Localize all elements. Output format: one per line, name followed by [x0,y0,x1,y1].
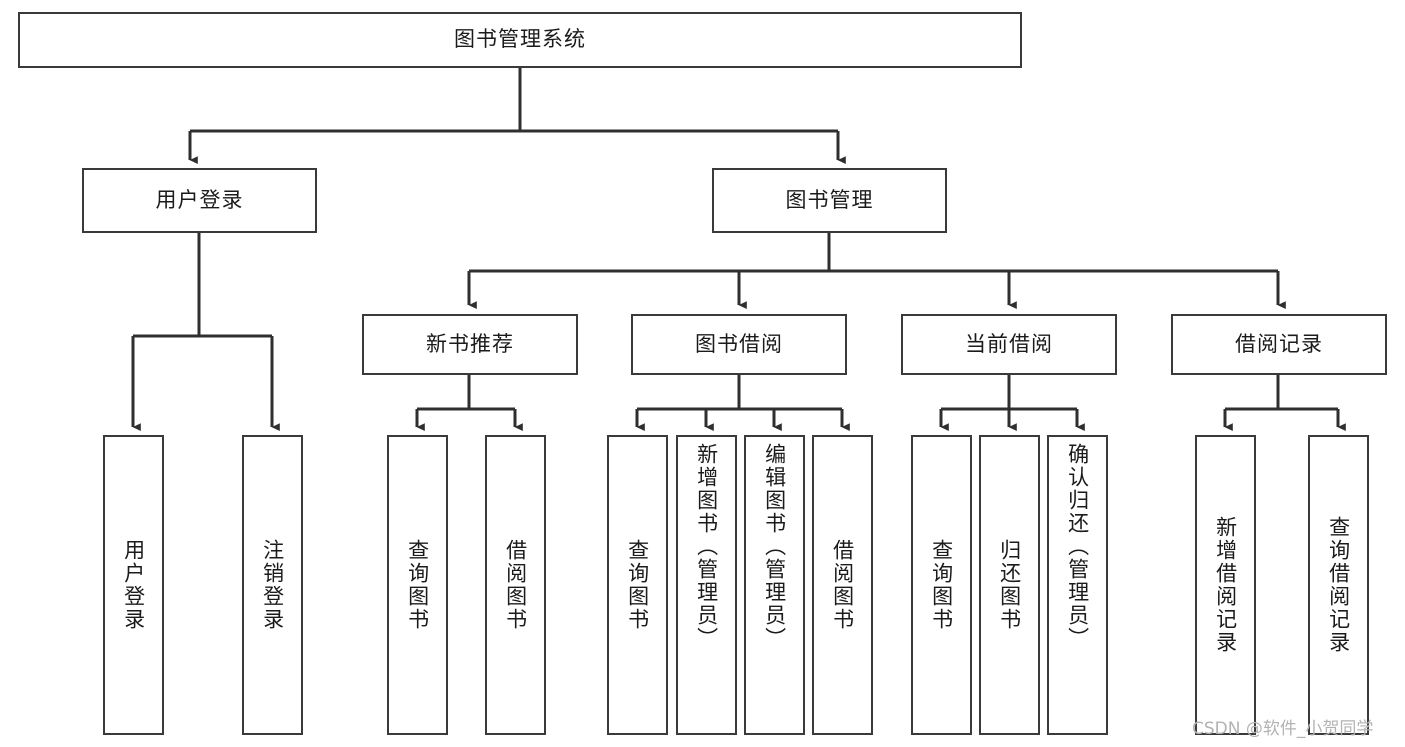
node-root[interactable]: 图书管理系统 [18,12,1022,68]
leaf-add-book-admin-label: 新增图书（管理员） [694,443,719,650]
node-current-borrow[interactable]: 当前借阅 [901,314,1117,375]
watermark: CSDN @软件_小贺同学 [1192,719,1374,739]
leaf-query-book-borrow[interactable]: 查询图书 [607,435,668,735]
leaf-logout[interactable]: 注销登录 [242,435,303,735]
node-user-login-label: 用户登录 [155,187,244,212]
leaf-borrow-book-newbook-label: 借阅图书 [503,539,528,631]
node-borrow-record[interactable]: 借阅记录 [1171,314,1387,375]
leaf-add-borrow-record-label: 新增借阅记录 [1213,516,1238,654]
node-root-label: 图书管理系统 [454,27,586,52]
leaf-query-book-current[interactable]: 查询图书 [911,435,972,735]
leaf-borrow-book-newbook[interactable]: 借阅图书 [485,435,546,735]
leaf-add-borrow-record[interactable]: 新增借阅记录 [1195,435,1256,735]
leaf-query-book-current-label: 查询图书 [929,539,954,631]
leaf-query-borrow-record[interactable]: 查询借阅记录 [1308,435,1369,735]
node-user-login[interactable]: 用户登录 [82,168,317,233]
leaf-user-login-label: 用户登录 [121,539,146,631]
node-borrow-record-label: 借阅记录 [1235,331,1323,356]
leaf-confirm-return-admin[interactable]: 确认归还（管理员） [1047,435,1108,735]
leaf-edit-book-admin-label: 编辑图书（管理员） [762,443,787,650]
node-new-book-recommend[interactable]: 新书推荐 [362,314,578,375]
node-book-borrow-label: 图书借阅 [695,331,783,356]
node-book-borrow[interactable]: 图书借阅 [631,314,847,375]
node-book-management-label: 图书管理 [785,187,874,212]
leaf-add-book-admin[interactable]: 新增图书（管理员） [676,435,737,735]
leaf-return-book-label: 归还图书 [997,539,1022,631]
leaf-borrow-book-label: 借阅图书 [830,539,855,631]
leaf-confirm-return-admin-label: 确认归还（管理员） [1065,443,1090,650]
leaf-user-login[interactable]: 用户登录 [103,435,164,735]
node-book-management[interactable]: 图书管理 [712,168,947,233]
node-current-borrow-label: 当前借阅 [965,331,1053,356]
leaf-query-borrow-record-label: 查询借阅记录 [1326,516,1351,654]
leaf-query-book-newbook-label: 查询图书 [405,539,430,631]
leaf-edit-book-admin[interactable]: 编辑图书（管理员） [744,435,805,735]
leaf-query-book-newbook[interactable]: 查询图书 [387,435,448,735]
leaf-logout-label: 注销登录 [260,539,285,631]
leaf-return-book[interactable]: 归还图书 [979,435,1040,735]
leaf-query-book-borrow-label: 查询图书 [625,539,650,631]
leaf-borrow-book[interactable]: 借阅图书 [812,435,873,735]
node-new-book-recommend-label: 新书推荐 [426,331,514,356]
